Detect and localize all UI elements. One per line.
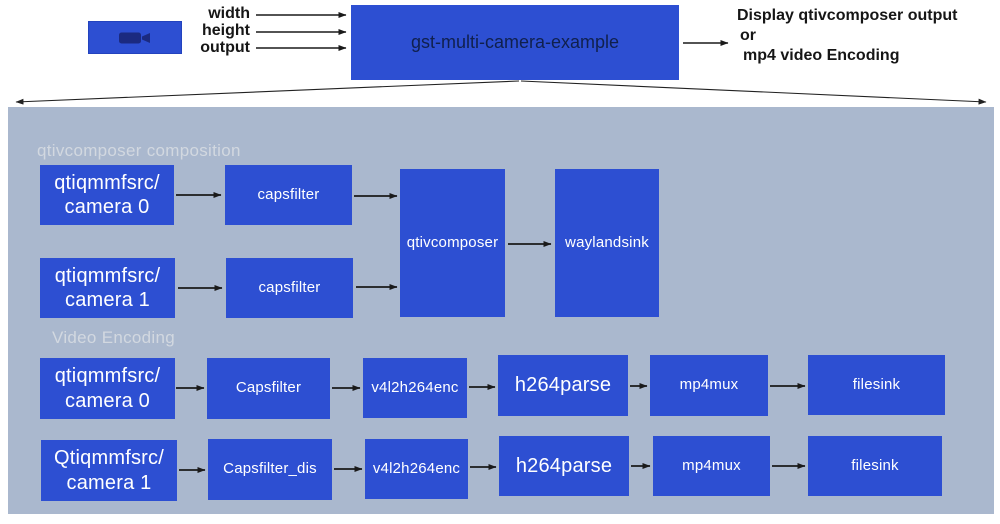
- node-label: capsfilter: [258, 278, 321, 296]
- node-label: camera 1: [65, 289, 150, 311]
- node-label: Capsfilter_dis: [223, 460, 317, 478]
- section-label-composition: qtivcomposer composition: [37, 141, 241, 160]
- node-label: camera 0: [65, 389, 150, 412]
- node-capsfilter-encoding-0: Capsfilter: [207, 358, 330, 419]
- param-label-height: height: [202, 22, 250, 39]
- node-mp4mux-0: mp4mux: [650, 355, 768, 416]
- node-filesink-0: filesink: [808, 355, 945, 415]
- node-v4l2h264enc-0: v4l2h264enc: [363, 358, 467, 418]
- param-label-width: width: [208, 5, 250, 22]
- camera-source-box: [88, 21, 182, 54]
- node-label: camera 1: [66, 471, 152, 494]
- node-label: capsfilter: [257, 185, 320, 203]
- node-label: Capsfilter: [235, 379, 302, 397]
- node-label: waylandsink: [565, 233, 649, 251]
- node-qtiqmmfsrc-camera0-composition: qtiqmmfsrc/ camera 0: [40, 165, 174, 225]
- node-label: filesink: [852, 375, 901, 393]
- node-label: qtiqmmfsrc/: [54, 264, 161, 287]
- node-qtiqmmfsrc-camera1-encoding: Qtiqmmfsrc/ camera 1: [41, 440, 177, 501]
- output-description-line1: Display qtivcomposer output: [737, 7, 958, 24]
- node-qtiqmmfsrc-camera1-composition: qtiqmmfsrc/ camera 1: [40, 258, 175, 318]
- node-label: camera 0: [64, 196, 150, 218]
- output-description-line2: or: [740, 27, 756, 44]
- node-label: mp4mux: [679, 376, 739, 394]
- node-label: h264parse: [514, 374, 612, 397]
- node-v4l2h264enc-1: v4l2h264enc: [365, 439, 468, 499]
- node-mp4mux-1: mp4mux: [653, 436, 770, 496]
- video-camera-icon: [119, 32, 150, 43]
- gst-multi-camera-example-box: gst-multi-camera-example: [351, 5, 679, 80]
- node-h264parse-0: h264parse: [498, 355, 628, 416]
- node-capsfilter-dis: Capsfilter_dis: [208, 439, 332, 500]
- node-h264parse-1: h264parse: [499, 436, 629, 496]
- node-label: v4l2h264enc: [372, 459, 461, 477]
- node-capsfilter-composition-0: capsfilter: [225, 165, 352, 225]
- node-label: h264parse: [515, 454, 613, 477]
- node-label: filesink: [851, 456, 899, 474]
- node-capsfilter-composition-1: capsfilter: [226, 258, 353, 318]
- node-qtiqmmfsrc-camera0-encoding: qtiqmmfsrc/ camera 0: [40, 358, 175, 419]
- param-label-output: output: [200, 39, 250, 56]
- output-description: Display qtivcomposer output or mp4 video…: [737, 6, 957, 66]
- node-qtivcomposer: qtivcomposer: [400, 169, 505, 317]
- node-label: mp4mux: [682, 456, 741, 474]
- node-label: v4l2h264enc: [371, 378, 459, 396]
- node-waylandsink: waylandsink: [555, 169, 659, 317]
- node-label: Qtiqmmfsrc/: [54, 447, 164, 470]
- node-label: qtiqmmfsrc/: [54, 171, 160, 194]
- section-label-video-encoding: Video Encoding: [52, 328, 175, 347]
- node-label: qtivcomposer: [406, 233, 499, 251]
- gst-multi-camera-example-label: gst-multi-camera-example: [410, 32, 620, 52]
- node-label: qtiqmmfsrc/: [54, 365, 161, 388]
- node-filesink-1: filesink: [808, 436, 942, 496]
- output-description-line3: mp4 video Encoding: [743, 47, 900, 64]
